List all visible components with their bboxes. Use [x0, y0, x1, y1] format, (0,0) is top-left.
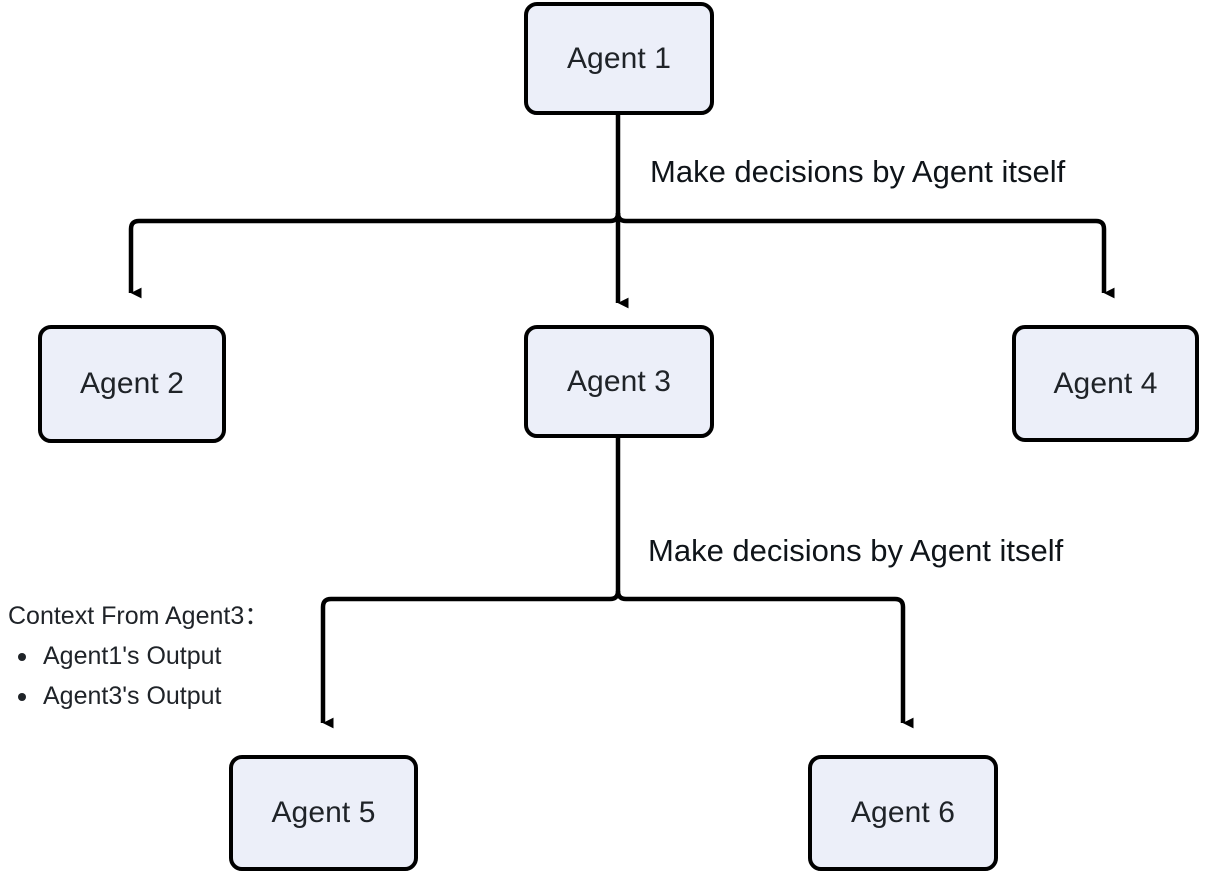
node-agent5[interactable]: Agent 5 [229, 755, 418, 871]
context-note-item: Agent1's Output [8, 644, 269, 669]
node-agent5-label: Agent 5 [271, 796, 376, 829]
context-note-item-label: Agent3's Output [43, 682, 222, 710]
context-note-title: Context From Agent3： [8, 602, 270, 630]
bullet-icon [18, 692, 26, 701]
edge-agent3-to-agent5 [320, 590, 621, 729]
edge-label-top: Make decisions by Agent itself [650, 154, 1066, 189]
context-note: Context From Agent3： Agent1's Output Age… [8, 604, 269, 709]
node-agent2[interactable]: Agent 2 [38, 325, 226, 443]
node-agent3[interactable]: Agent 3 [524, 325, 714, 438]
node-agent2-label: Agent 2 [79, 367, 185, 400]
context-note-list: Agent1's Output Agent3's Output [8, 644, 269, 709]
edge-agent3-to-agent6 [615, 590, 914, 729]
node-agent4[interactable]: Agent 4 [1012, 325, 1199, 442]
bullet-icon [18, 652, 26, 661]
node-agent4-label: Agent 4 [1053, 366, 1158, 400]
node-agent1-label: Agent 1 [566, 41, 672, 75]
node-agent3-label: Agent 3 [566, 364, 672, 398]
node-agent1[interactable]: Agent 1 [524, 2, 714, 115]
node-agent6[interactable]: Agent 6 [808, 755, 998, 871]
node-agent6-label: Agent 6 [850, 796, 956, 829]
context-note-item: Agent3's Output [8, 684, 269, 709]
context-note-item-label: Agent1's Output [43, 642, 222, 670]
edge-agent1-to-agent2 [128, 212, 621, 299]
edge-label-bottom: Make decisions by Agent itself [648, 533, 1064, 568]
edge-agent1-to-agent4 [615, 212, 1115, 299]
